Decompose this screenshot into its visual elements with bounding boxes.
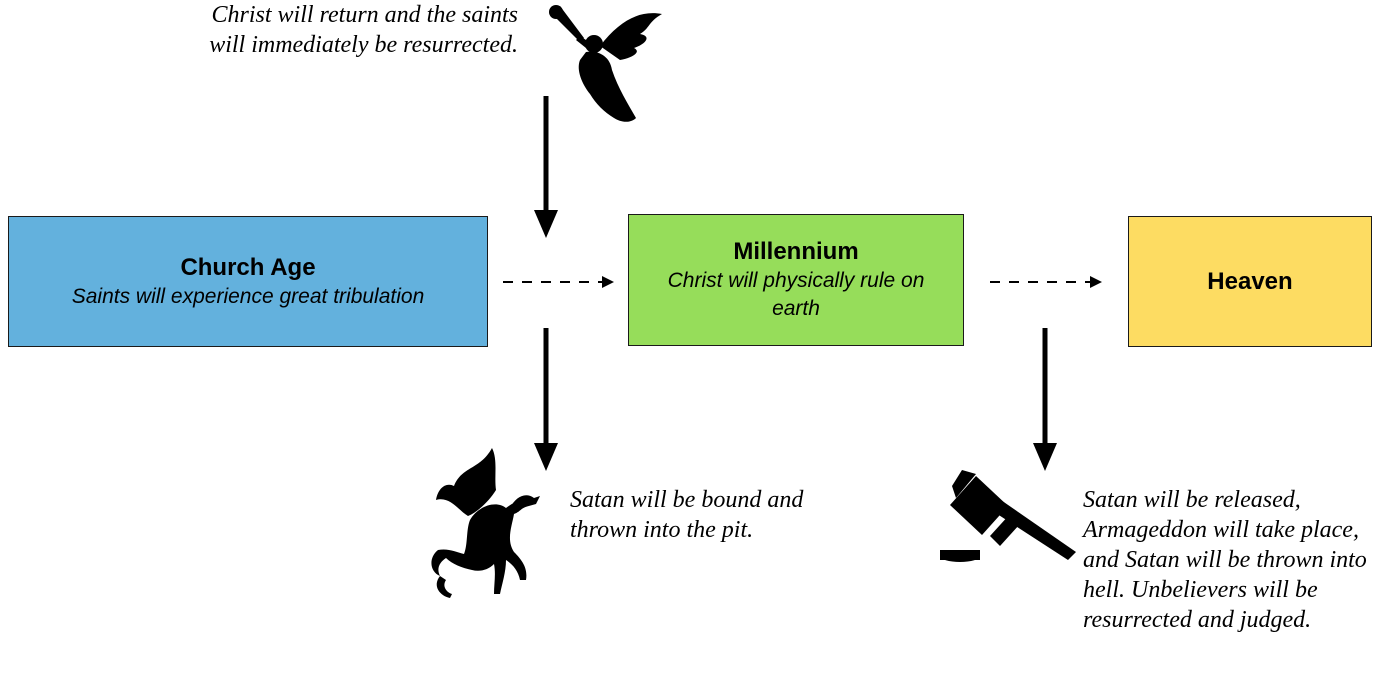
arrow-down-judgment	[1033, 328, 1057, 471]
stage-title: Church Age	[180, 253, 316, 281]
stage-subtitle: Saints will experience great tribulation	[71, 284, 425, 308]
arrow-down-bound	[534, 328, 558, 471]
note-christ-return: Christ will return and the saints will i…	[209, 2, 518, 58]
stage-title: Heaven	[1207, 267, 1293, 295]
gavel-icon	[940, 470, 1076, 562]
stage-millennium: Millennium Christ will physically rule o…	[628, 214, 964, 346]
stage-title: Millennium	[733, 238, 859, 265]
note-satan-released: Satan will be released, Armageddon will …	[1083, 487, 1367, 633]
arrow-church-to-millennium	[503, 276, 614, 288]
stage-subtitle: Christ will physically rule on earth	[667, 269, 925, 320]
arrow-millennium-to-heaven	[990, 276, 1102, 288]
arrow-down-return	[534, 96, 558, 238]
dragon-icon	[431, 448, 540, 598]
stage-church-age: Church Age Saints will experience great …	[8, 216, 488, 347]
note-satan-bound: Satan will be bound and thrown into the …	[570, 487, 804, 543]
angel-with-trumpet-icon	[549, 5, 662, 122]
stage-heaven: Heaven	[1128, 216, 1372, 347]
